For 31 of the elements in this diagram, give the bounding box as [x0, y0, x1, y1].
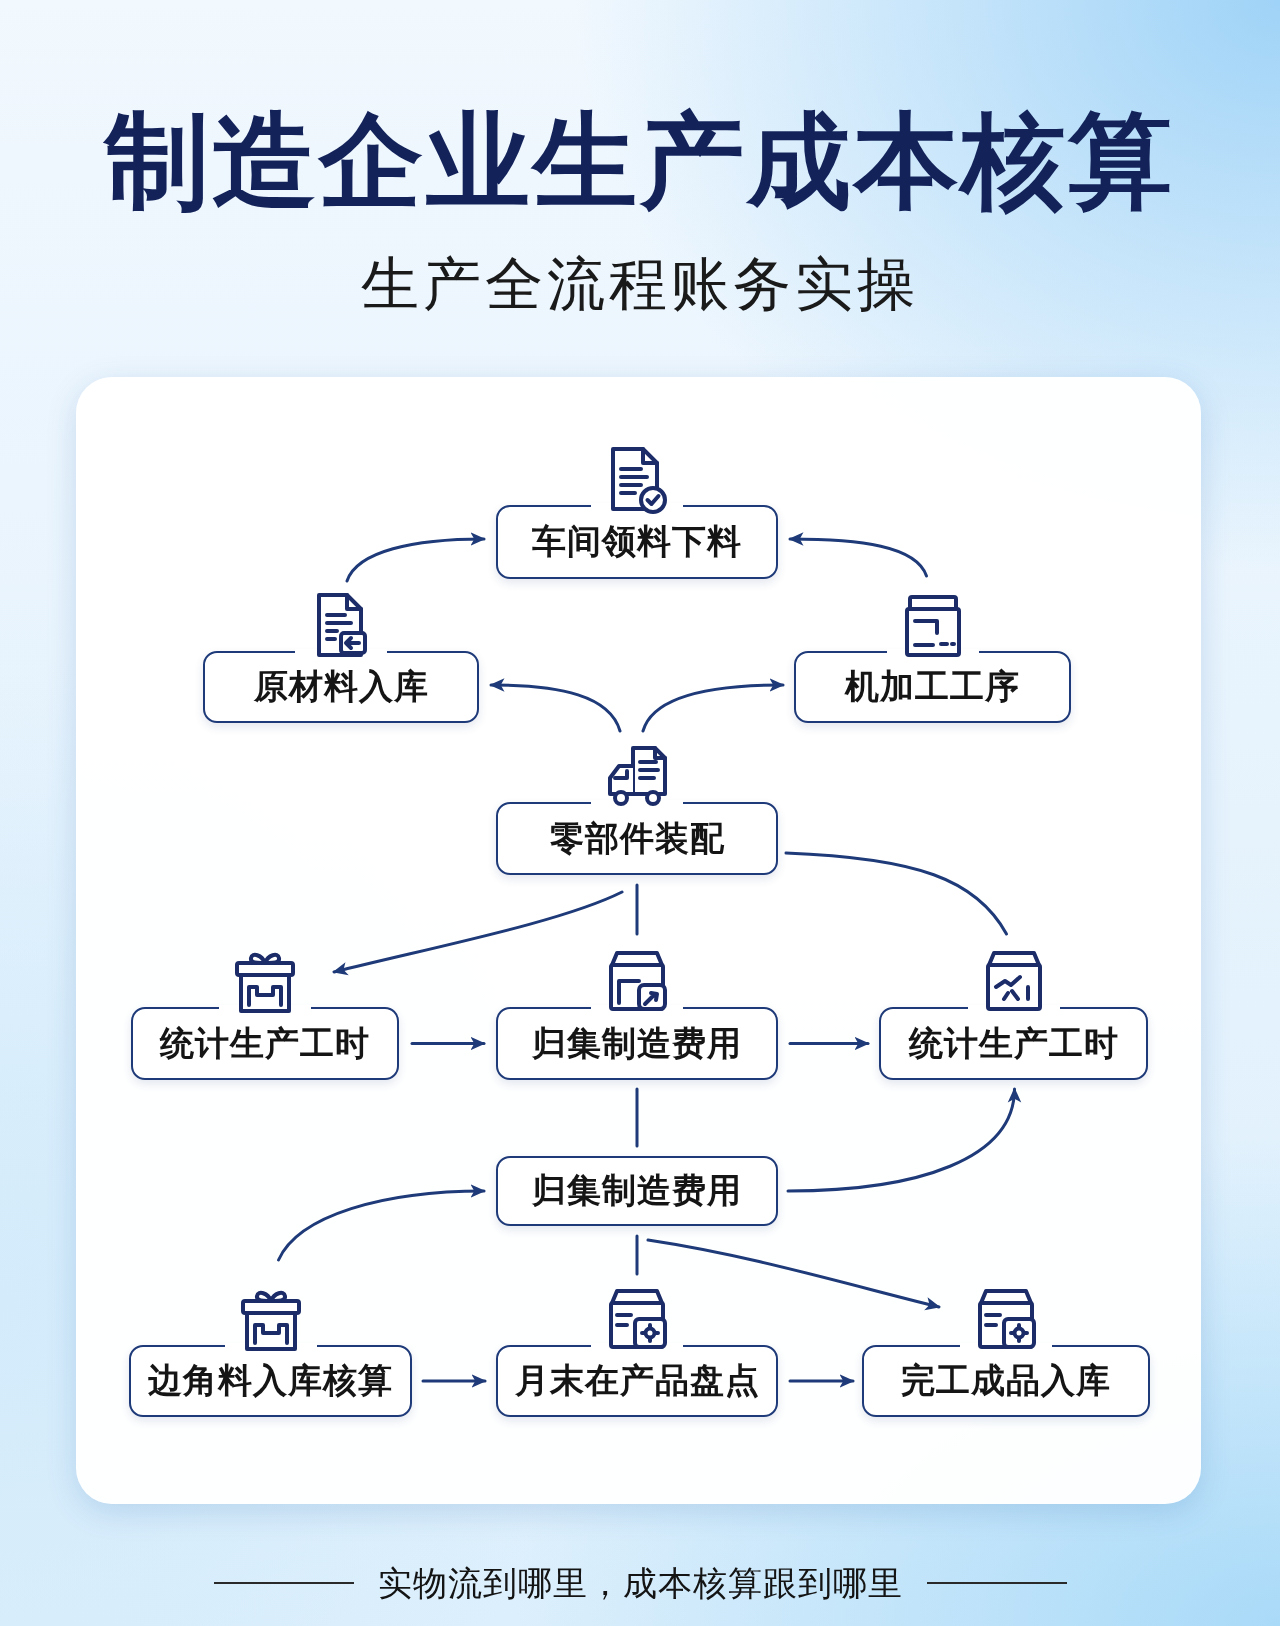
step-label: 机加工工序: [845, 665, 1020, 708]
arrow: [786, 1087, 1020, 1193]
arrow: [345, 532, 486, 583]
title: 制造企业生产成本核算: [102, 104, 1176, 219]
connector-line: [635, 1087, 639, 1148]
process-box: [496, 1156, 778, 1226]
step-label: 边角料入库核算: [148, 1359, 393, 1402]
arrow: [788, 532, 928, 578]
connector-line: [635, 1234, 639, 1276]
arrow: [332, 890, 624, 976]
step-label: 原材料入库: [253, 665, 429, 708]
arrow: [277, 1184, 486, 1262]
arrow: [641, 678, 785, 733]
step-label: 归集制造费用: [532, 1169, 742, 1212]
arrow: [421, 1374, 487, 1388]
connector-line: [635, 883, 639, 936]
connector-line: [784, 851, 1008, 936]
arrow: [410, 1036, 486, 1051]
step-label: 车间领料下料: [532, 520, 742, 563]
step-label: 月末在产品盘点: [514, 1359, 760, 1402]
caption: 实物流到哪里，成本核算跟到哪里: [377, 1562, 903, 1605]
step-label: 完工成品入库: [901, 1359, 1111, 1402]
step-label: 统计生产工时: [160, 1021, 370, 1065]
arrow: [489, 678, 622, 733]
step-label: 归集制造费用: [532, 1021, 742, 1065]
arrow: [788, 1036, 870, 1051]
arrow: [646, 1238, 941, 1311]
arrow: [788, 1374, 855, 1388]
step-label: 零部件装配: [549, 816, 725, 860]
subtitle: 生产全流程账务实操: [360, 250, 920, 320]
step-label: 统计生产工时: [908, 1021, 1119, 1065]
